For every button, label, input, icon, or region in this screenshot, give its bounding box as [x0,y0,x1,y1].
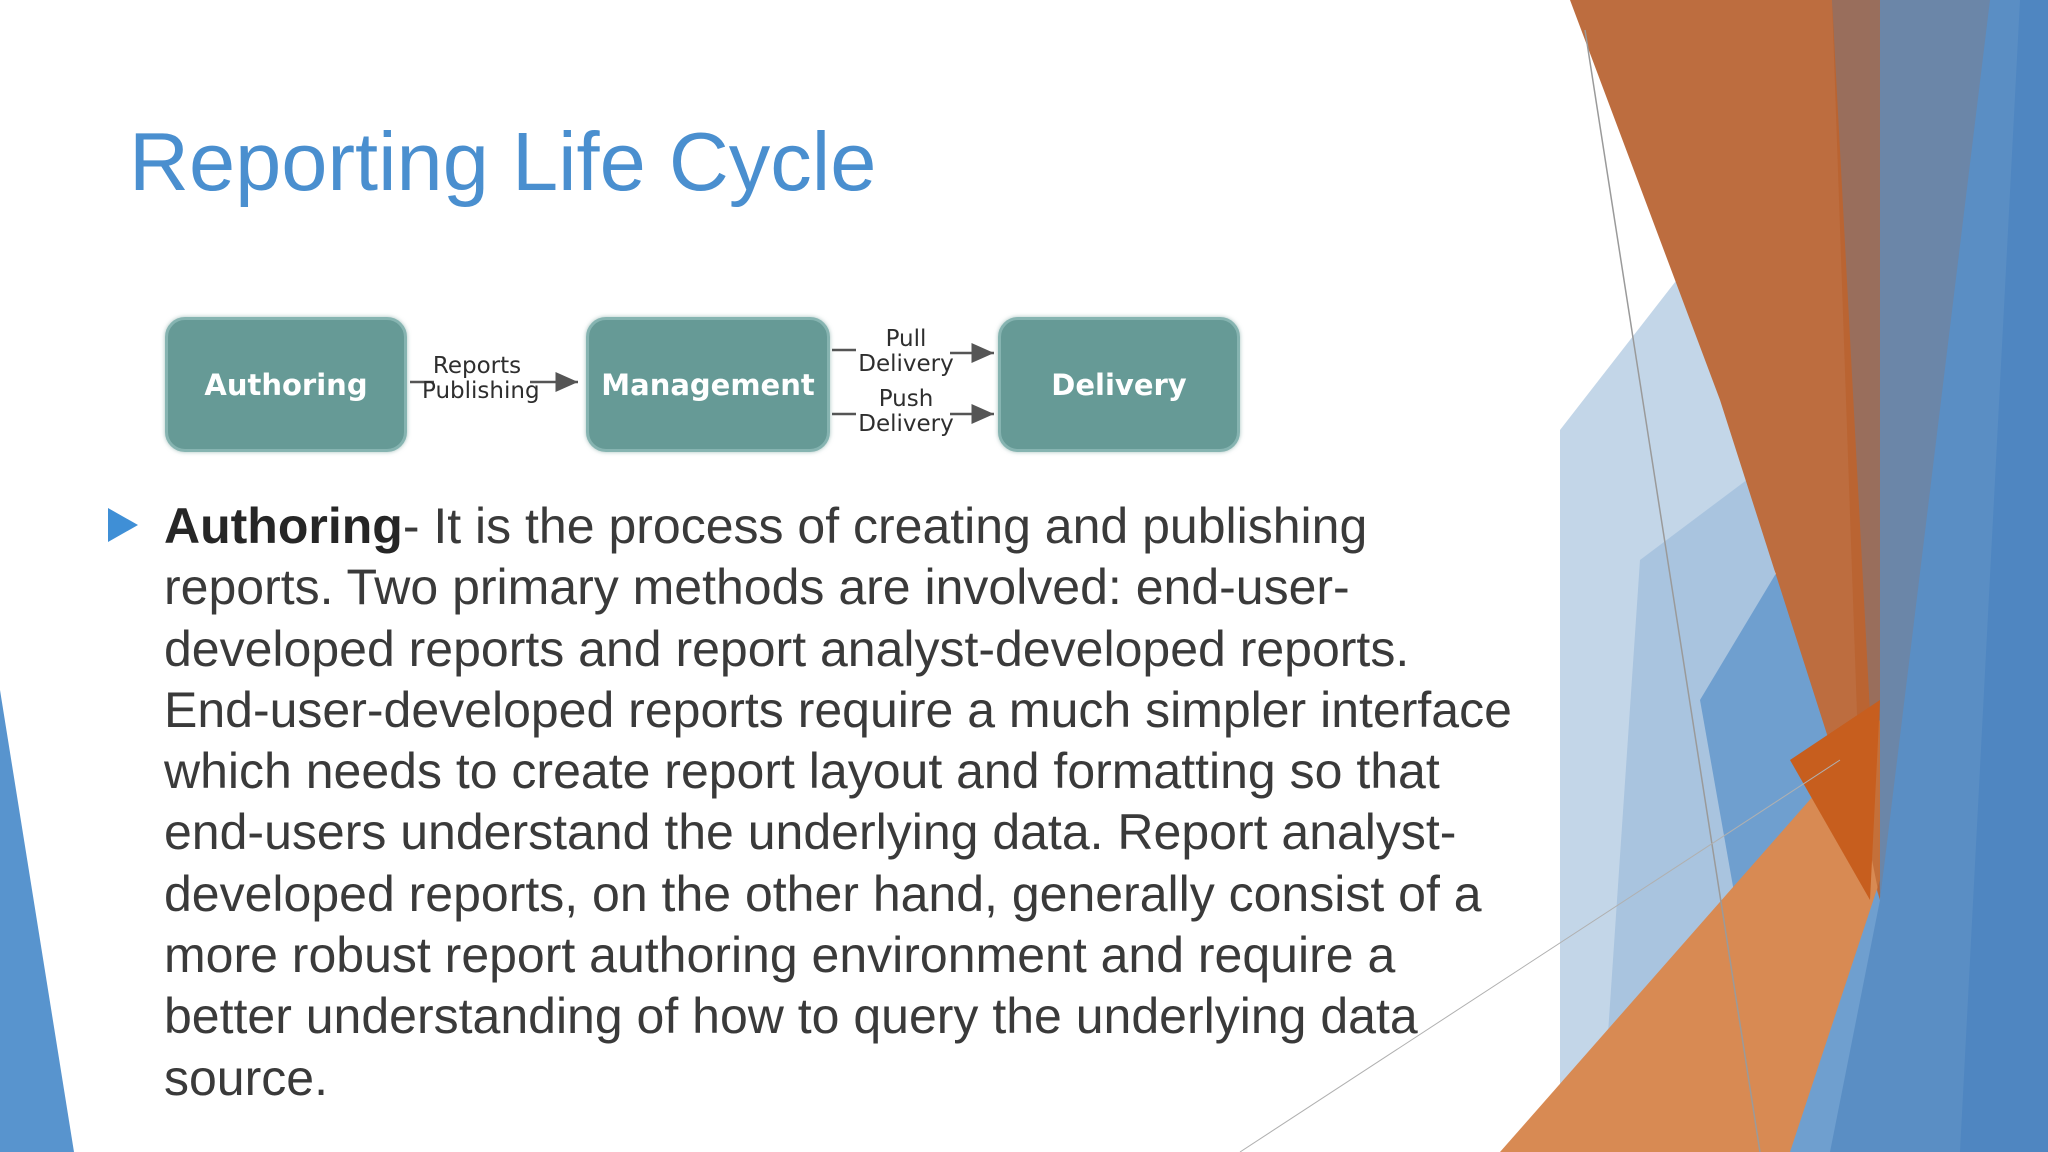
push-delivery-line-1: Push [878,386,934,412]
bullet-arrow-icon [108,508,138,542]
left-blue-shape [0,690,74,1152]
authoring-description: - It is the process of creating and publ… [164,498,1512,1106]
reports-publishing-label: Reports Publishing [422,353,540,404]
authoring-step-box: Authoring [165,317,407,452]
thin-guide-line-2 [1239,759,1841,1152]
right-orange-facet [1570,0,1880,900]
authoring-bullet-paragraph: Authoring- It is the process of creating… [164,496,1524,1109]
pull-delivery-label: Pull Delivery [856,327,956,377]
slide-title: Reporting Life Cycle [129,115,877,208]
push-delivery-label: Push Delivery [856,387,956,437]
thin-guide-line-1 [1584,29,1761,1152]
pull-delivery-line-1: Pull [885,326,927,352]
delivery-step-box: Delivery [998,317,1240,452]
authoring-term: Authoring [164,498,403,554]
reporting-flow-diagram: Authoring Reports Publishing Management … [160,310,1250,475]
pull-delivery-line-2: Delivery [858,351,954,377]
management-step-box: Management [586,317,830,452]
reports-publishing-line-1: Reports [432,353,522,379]
right-orange-lower-facet [1500,720,1880,1152]
reports-publishing-line-2: Publishing [422,378,540,404]
right-orange-accent [1790,700,1880,900]
right-deep-blue-facet [1960,0,2048,1152]
flow-arrows [410,343,994,424]
push-delivery-line-2: Delivery [858,411,954,437]
right-dark-orange-edge [1832,0,1880,900]
